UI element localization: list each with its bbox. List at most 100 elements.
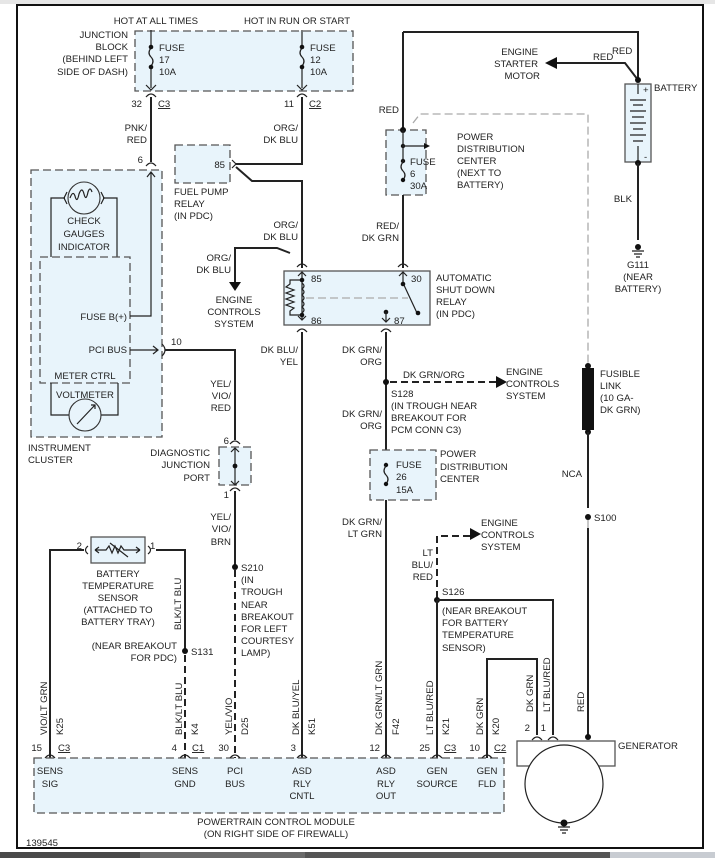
resistor-icon: [284, 279, 302, 316]
diag-port-label: DIAGNOSTIC: [150, 448, 210, 459]
splice-s210-note: TROUGH: [241, 587, 283, 598]
engine-controls-label: CONTROLS: [481, 530, 534, 541]
wire-blk-ltblu: [156, 549, 186, 650]
pcm-connector-label: C3: [58, 743, 70, 754]
splice-s128-note: (IN TROUGH NEAR: [391, 401, 477, 412]
ground-point: [635, 244, 641, 250]
powertrain-control-module: 15 C3 4 C1 30 3 12 25 C3 10 C2 SENS SIG …: [31, 743, 506, 814]
splice-s210-note: (IN: [241, 575, 254, 586]
pcm-pin-name: SOURCE: [416, 779, 457, 790]
wire-label: DK BLU/YEL: [291, 679, 302, 735]
instrument-cluster-label: CLUSTER: [28, 455, 73, 466]
fusible-link-label: DK GRN): [600, 405, 641, 416]
pcm-connector-label: C2: [494, 743, 506, 754]
splice-s128-note: PCM CONN C3): [391, 425, 461, 436]
pcm-pin-name: SENS: [172, 766, 198, 777]
wire-label: YEL/: [210, 379, 231, 390]
pin-85: 85: [214, 160, 225, 171]
fuse-17-rating: 10A: [159, 67, 177, 78]
pin-6: 6: [138, 155, 143, 166]
wire-label: VIO/: [212, 391, 232, 402]
ground-icon: [558, 826, 570, 834]
wire-label: BLK/LT BLU: [174, 682, 185, 735]
pcm-pin-name: ASD: [292, 766, 312, 777]
circuit-id: K21: [441, 718, 452, 735]
splice-s210-note: NEAR: [241, 600, 268, 611]
junction-block-box: [134, 30, 354, 92]
pdc-label: BATTERY): [457, 180, 504, 191]
pci-bus-wire: [130, 345, 159, 355]
fuse-b-label: FUSE B(+): [80, 312, 127, 323]
wire-label: DK GRN/: [342, 345, 382, 356]
sensor-label: (ATTACHED TO: [83, 605, 152, 616]
wire-label: NCA: [562, 469, 583, 480]
splice-s100-label: S100: [594, 513, 616, 524]
terminal-dot: [299, 277, 305, 283]
pin-1: 1: [541, 723, 546, 734]
sensor-label: BATTERY: [96, 569, 140, 580]
fuel-pump-relay-label: FUEL PUMP: [174, 187, 229, 198]
pcm-connector-symbols: [44, 754, 493, 759]
engine-starter-label: STARTER: [494, 59, 538, 70]
connector-symbol: [296, 263, 409, 268]
pcm-pin-name: RLY: [293, 779, 312, 790]
wire-red-top: [403, 31, 639, 80]
wire-label: DK GRN/: [342, 409, 382, 420]
connector-symbol: [229, 440, 241, 445]
wire-vio-ltgrn: [49, 549, 84, 758]
fuse-6-label: FUSE: [410, 157, 436, 168]
connector-symbol: [84, 545, 152, 555]
wire-label: BLU/: [412, 560, 434, 571]
splice-s100: [585, 514, 591, 520]
wire-label: LT BLU/RED: [425, 680, 436, 735]
pcm-pin-name: SENS: [37, 766, 63, 777]
engine-controls-label: SYSTEM: [481, 542, 520, 553]
circuit-id: K4: [190, 723, 201, 735]
battery-terminal: [635, 77, 641, 83]
bottom-edge: [610, 852, 715, 858]
arrow-right-icon: [424, 143, 430, 149]
connector-symbol: [231, 159, 237, 169]
pcm-pin-name: OUT: [376, 791, 396, 802]
voltmeter-wire: [50, 383, 119, 416]
engine-starter-label: ENGINE: [501, 47, 538, 58]
engine-controls-label: SYSTEM: [214, 319, 253, 330]
wire-label: RED: [127, 135, 147, 146]
wire-label: ORG/: [273, 220, 298, 231]
pdc-label: CENTER: [440, 474, 480, 485]
wire-dkgrn-gen: [486, 658, 538, 758]
splice-s210-note: BREAKOUT: [241, 612, 294, 623]
splice-s126-note: (NEAR BREAKOUT: [442, 606, 527, 617]
pin-30: 30: [411, 274, 422, 285]
wire-label: ORG: [360, 357, 382, 368]
wire-label: ORG/: [206, 253, 231, 264]
indicator-wire: [50, 197, 118, 257]
pdc-fuse-26-box: [369, 449, 437, 501]
pcm-pin-number: 3: [291, 743, 296, 754]
wire-label: DK BLU: [263, 232, 298, 243]
fuse-6-rating: 30A: [410, 181, 428, 192]
wire-label: RED: [612, 46, 632, 57]
connector-c3-label: C3: [158, 99, 170, 110]
pcm-pin-name: GEN: [477, 766, 498, 777]
pcm-label: POWERTRAIN CONTROL MODULE: [197, 817, 355, 828]
wire-label: DK BLU: [196, 265, 231, 276]
wire-label: DK GRN/LT GRN: [374, 661, 385, 735]
fuse-terminal: [400, 177, 406, 183]
connector-symbol: [145, 162, 157, 167]
asd-relay-label: SHUT DOWN: [436, 285, 495, 296]
terminal-dot: [415, 310, 421, 316]
arrow-down-icon: [229, 282, 241, 291]
wire-red-starter: [555, 62, 639, 81]
fuse-12-symbol: [299, 47, 305, 67]
pin-10: 10: [171, 337, 182, 348]
wire-label: LT GRN: [348, 529, 382, 540]
pcm-pin-name: RLY: [377, 779, 396, 790]
connector-symbol: [229, 487, 241, 492]
check-gauges-lamp-icon: [67, 181, 101, 215]
pin-2: 2: [77, 541, 82, 552]
engine-controls-label: ENGINE: [506, 367, 543, 378]
check-gauges-label: CHECK: [67, 216, 101, 227]
asd-relay-label: RELAY: [436, 297, 467, 308]
wire-label: LT: [423, 548, 434, 559]
